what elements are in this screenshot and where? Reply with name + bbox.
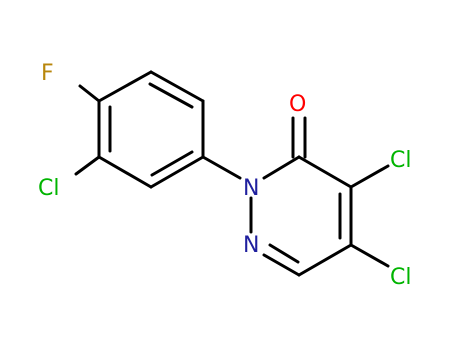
bond [149,70,205,103]
bond [262,155,301,180]
chlorine-label-5: Cl [390,265,411,290]
bond [297,243,353,277]
bond-c4-cl [349,164,390,189]
fluorine-label: F [41,61,54,86]
bond [97,70,153,103]
double-bond-inner [268,243,300,264]
oxygen-label: O [289,92,306,117]
bond [97,155,153,189]
bond [149,155,205,189]
bond [297,155,353,189]
chlorine-label-ring1: Cl [38,176,59,201]
pyridazinone-ring [249,155,353,277]
double-bond-inner [148,82,194,109]
bond-c5-cl [349,243,390,268]
bond [262,253,301,277]
bond-c-f [78,84,101,103]
nitrogen-label-1: N [243,176,259,201]
nitrogen-label-2: N [243,233,259,258]
bond-c-n [201,155,242,180]
bond-c-cl [74,155,101,176]
double-bond-inner [150,150,194,177]
phenyl-ring [97,70,205,189]
chlorine-label-4: Cl [390,148,411,173]
